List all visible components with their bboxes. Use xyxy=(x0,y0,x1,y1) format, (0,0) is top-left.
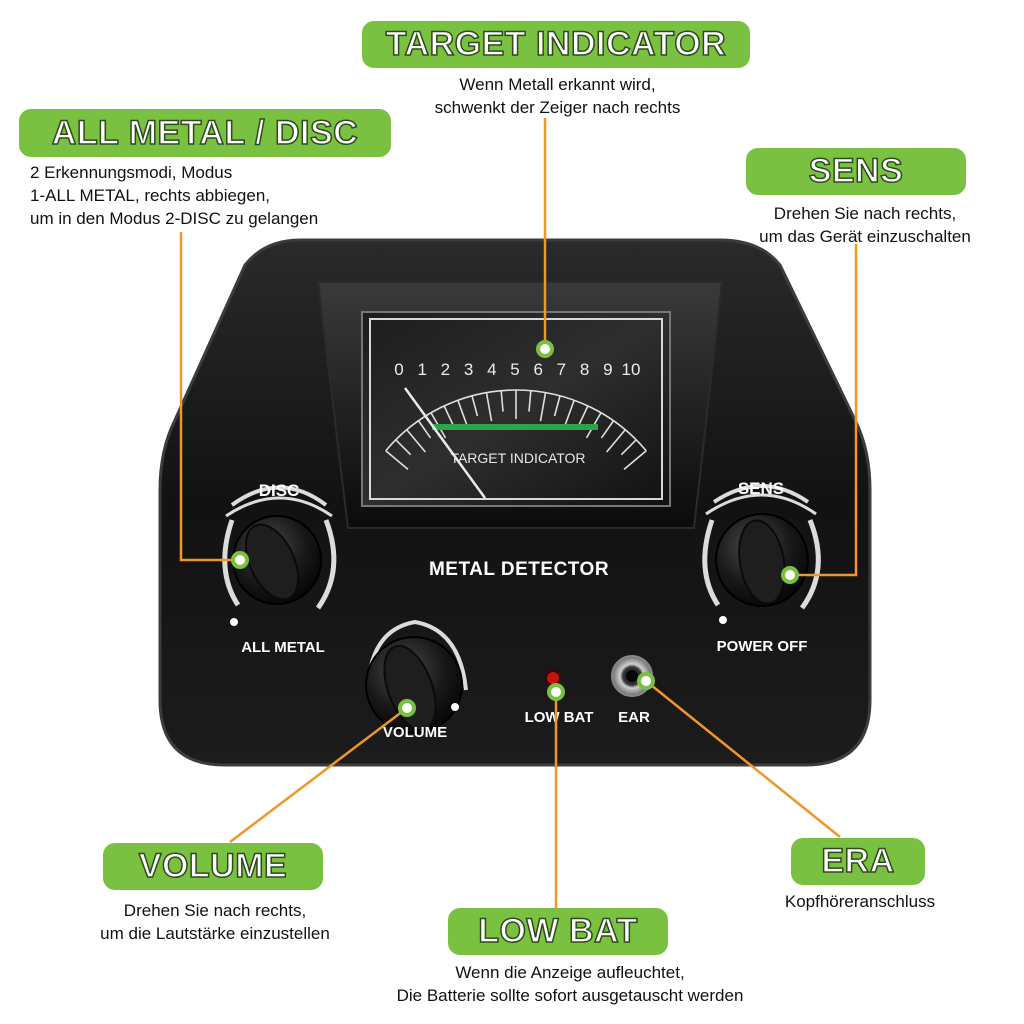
volume-dot xyxy=(451,703,459,711)
meter-tick xyxy=(528,390,532,412)
target-indicator-desc: Wenn Metall erkannt wird, schwenkt der Z… xyxy=(370,73,745,119)
desc-line: um in den Modus 2-DISC zu gelangen xyxy=(30,209,319,228)
callout-dots xyxy=(231,340,799,717)
desc-line: Die Batterie sollte sofort ausgetauscht … xyxy=(396,986,744,1005)
meter-needle-icon xyxy=(403,387,487,499)
desc-line: Wenn die Anzeige aufleuchtet, xyxy=(455,963,685,982)
era-title: ERA xyxy=(791,838,925,885)
desc-line: 1-ALL METAL, rechts abbiegen, xyxy=(30,186,271,205)
desc-line: Drehen Sie nach rechts, xyxy=(773,204,957,223)
meter-ticks xyxy=(385,389,647,470)
desc-line: um das Gerät einzuschalten xyxy=(759,227,971,246)
meter-scale-label: 7 xyxy=(557,360,566,379)
low-bat-title: LOW BAT xyxy=(448,908,668,955)
meter-tick xyxy=(539,392,547,422)
sens-knob[interactable] xyxy=(702,484,821,610)
desc-line: schwenkt der Zeiger nach rechts xyxy=(434,98,681,117)
meter-tick xyxy=(417,420,432,439)
low-bat-desc: Wenn die Anzeige aufleuchtet, Die Batter… xyxy=(340,961,800,1007)
all-metal-label: ALL METAL xyxy=(241,639,325,656)
target-indicator-title: TARGET INDICATOR xyxy=(362,21,750,68)
meter-scale-label: 8 xyxy=(580,360,589,379)
meter-tick xyxy=(500,390,504,412)
meter-tick xyxy=(606,429,626,453)
volume-knob[interactable] xyxy=(365,619,468,737)
meter-tick xyxy=(471,395,479,417)
meter-tick xyxy=(578,405,589,426)
meter-scale-label: 4 xyxy=(487,360,496,379)
sens-label: SENS xyxy=(738,479,784,498)
meter-scale-label: 2 xyxy=(441,360,450,379)
meter-tick xyxy=(385,450,409,470)
meter-scale-label: 9 xyxy=(603,360,612,379)
desc-line: Kopfhöreranschluss xyxy=(784,892,936,911)
desc-line: um die Lautstärke einzustellen xyxy=(100,924,330,943)
meter-tick xyxy=(443,405,454,426)
meter-label: TARGET INDICATOR xyxy=(450,450,585,466)
all-metal-dot xyxy=(230,618,238,626)
meter-tick xyxy=(457,399,469,428)
sens-desc: Drehen Sie nach rechts, um das Gerät ein… xyxy=(720,202,1010,248)
meter-tick xyxy=(623,450,647,470)
meter-scale-label: 10 xyxy=(622,360,641,379)
meter-tick xyxy=(600,420,615,439)
meter-tick xyxy=(406,429,426,453)
desc-line: 2 Erkennungsmodi, Modus xyxy=(30,163,233,182)
volume-title: VOLUME xyxy=(103,843,323,890)
device-name: METAL DETECTOR xyxy=(429,559,609,580)
meter-scale-label: 1 xyxy=(417,360,426,379)
low-bat-device-label: LOW BAT xyxy=(525,709,594,726)
meter-tick xyxy=(620,439,637,456)
volume-label: VOLUME xyxy=(383,724,447,741)
meter-scale-label: 6 xyxy=(533,360,542,379)
meter-scale-label: 3 xyxy=(464,360,473,379)
meter-tick xyxy=(485,392,493,422)
power-off-label: POWER OFF xyxy=(717,638,808,655)
ear-label: EAR xyxy=(618,709,650,726)
meter-scale-label: 0 xyxy=(394,360,403,379)
desc-line: Wenn Metall erkannt wird, xyxy=(459,75,656,94)
disc-mode-knob[interactable] xyxy=(222,485,337,610)
meter-tick xyxy=(563,399,575,428)
power-off-dot xyxy=(719,616,727,624)
desc-line: Drehen Sie nach rechts, xyxy=(123,901,307,920)
led-icon xyxy=(545,670,561,686)
meter-arc xyxy=(385,389,647,452)
leader-lines xyxy=(179,118,858,910)
all-metal-disc-title: ALL METAL / DISC xyxy=(19,109,391,157)
era-desc: Kopfhöreranschluss xyxy=(755,890,965,913)
all-metal-disc-desc: 2 Erkennungsmodi, Modus 1-ALL METAL, rec… xyxy=(30,161,410,230)
sens-title: SENS xyxy=(746,148,966,195)
disc-label: DISC xyxy=(259,481,300,500)
meter-tick xyxy=(553,395,561,417)
volume-desc: Drehen Sie nach rechts, um die Lautstärk… xyxy=(60,899,370,945)
meter-tick xyxy=(395,439,412,456)
meter-scale-label: 5 xyxy=(510,360,519,379)
